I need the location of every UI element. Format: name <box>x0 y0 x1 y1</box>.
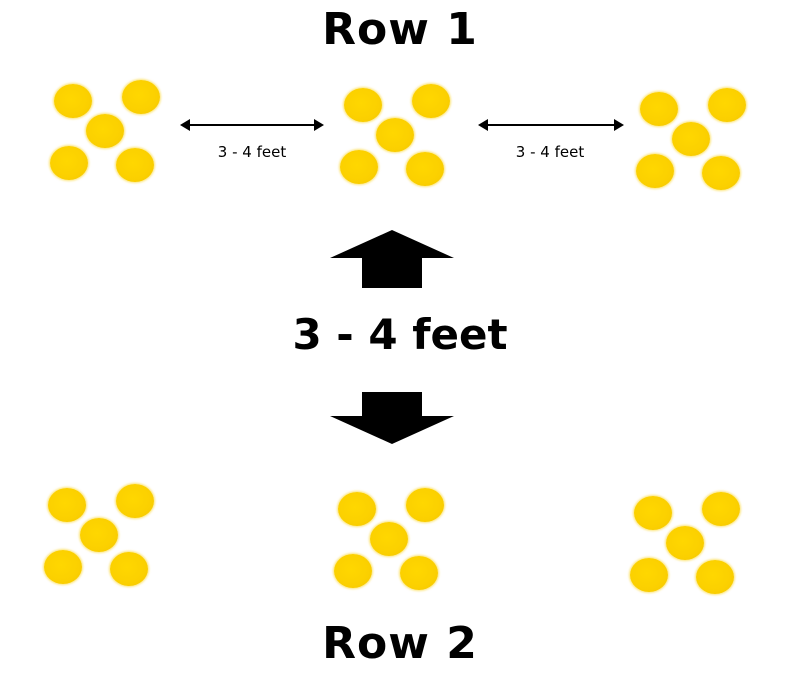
plant-dot <box>86 114 124 148</box>
plant-dot <box>344 88 382 122</box>
plant-dot <box>406 488 444 522</box>
row-2-plant-cluster-right <box>630 492 740 594</box>
down-arrow-icon <box>330 392 454 444</box>
up-arrow-icon <box>330 230 454 288</box>
plant-dot <box>48 488 86 522</box>
plant-dot <box>370 522 408 556</box>
plant-dot <box>636 154 674 188</box>
double-headed-arrow-icon <box>180 118 324 132</box>
row-1-title: Row 1 <box>322 4 478 55</box>
double-headed-arrow-icon <box>478 118 624 132</box>
plant-dot <box>340 150 378 184</box>
row-2-plant-cluster-center <box>334 488 444 590</box>
row-2-plant-cluster-left <box>44 484 154 586</box>
plant-dot <box>116 484 154 518</box>
plant-dot <box>44 550 82 584</box>
plant-dot <box>672 122 710 156</box>
plant-dot <box>702 492 740 526</box>
plant-dot <box>80 518 118 552</box>
plant-dot <box>110 552 148 586</box>
row-1-spacing-label-right: 3 - 4 feet <box>515 143 585 161</box>
plant-dot <box>376 118 414 152</box>
plant-dot <box>412 84 450 118</box>
plant-dot <box>50 146 88 180</box>
plant-dot <box>116 148 154 182</box>
plant-dot <box>338 492 376 526</box>
row-1-spacing-label-left: 3 - 4 feet <box>217 143 287 161</box>
plant-dot <box>708 88 746 122</box>
plant-dot <box>696 560 734 594</box>
row-1-plant-cluster-center <box>340 84 450 186</box>
row-2-title: Row 2 <box>322 618 478 669</box>
plant-dot <box>334 554 372 588</box>
plant-dot <box>666 526 704 560</box>
plant-dot <box>630 558 668 592</box>
plant-dot <box>406 152 444 186</box>
plant-dot <box>640 92 678 126</box>
plant-dot <box>400 556 438 590</box>
row-spacing-label: 3 - 4 feet <box>292 310 508 359</box>
plant-dot <box>702 156 740 190</box>
row-1-plant-cluster-left <box>50 80 160 182</box>
plant-dot <box>122 80 160 114</box>
row-1-plant-cluster-right <box>636 88 746 190</box>
plant-dot <box>634 496 672 530</box>
plant-dot <box>54 84 92 118</box>
